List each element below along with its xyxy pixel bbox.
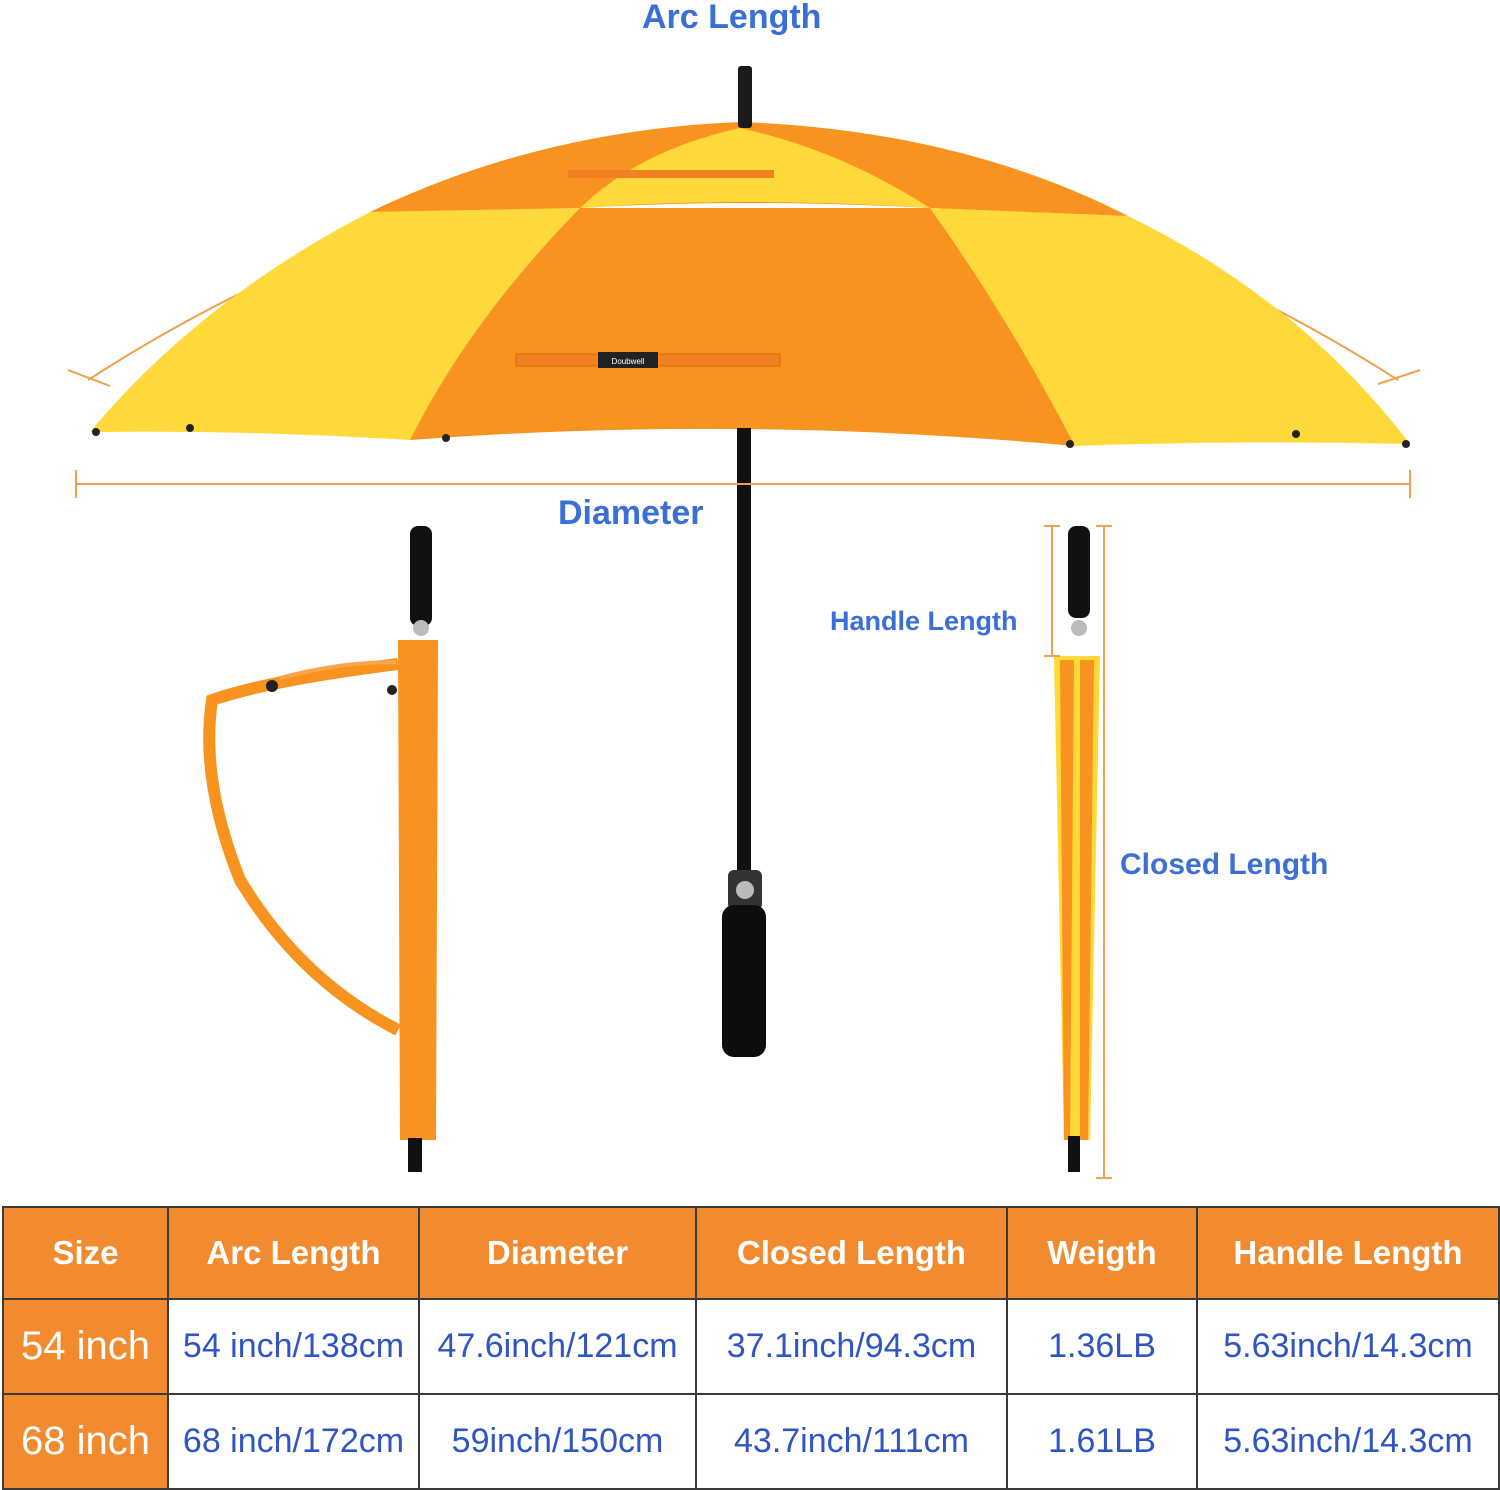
table-header-row: Size Arc Length Diameter Closed Length W… (2, 1206, 1500, 1300)
header-size: Size (2, 1206, 169, 1300)
diameter-cell: 59inch/150cm (418, 1393, 697, 1490)
handle-length-cell: 5.63inch/14.3cm (1196, 1393, 1500, 1490)
weight-cell: 1.36LB (1006, 1298, 1198, 1395)
table-row: 68 inch 68 inch/172cm 59inch/150cm 43.7i… (2, 1393, 1500, 1490)
header-weight: Weigth (1006, 1206, 1198, 1300)
umbrella-illustration: Doubwell (67, 66, 1421, 1179)
header-handle-length: Handle Length (1196, 1206, 1500, 1300)
closed-length-cell: 43.7inch/111cm (695, 1393, 1008, 1490)
size-cell: 54 inch (2, 1298, 169, 1395)
handle-length-label: Handle Length (830, 606, 1018, 636)
arc-length-cell: 68 inch/172cm (167, 1393, 420, 1490)
closed-length-cell: 37.1inch/94.3cm (695, 1298, 1008, 1395)
length-dimensions (1044, 525, 1112, 1179)
diameter-label: Diameter (558, 494, 704, 532)
arc-length-cell: 54 inch/138cm (167, 1298, 420, 1395)
diameter-dimension (75, 470, 1411, 498)
open-umbrella: Doubwell (90, 66, 1410, 1057)
header-closed-length: Closed Length (695, 1206, 1008, 1300)
brand-tag-text: Doubwell (612, 357, 645, 366)
handle-length-cell: 5.63inch/14.3cm (1196, 1298, 1500, 1395)
table-row: 54 inch 54 inch/138cm 47.6inch/121cm 37.… (2, 1298, 1500, 1395)
weight-cell: 1.61LB (1006, 1393, 1198, 1490)
arc-length-label: Arc Length (642, 0, 822, 36)
header-arc-length: Arc Length (167, 1206, 420, 1300)
closed-length-label: Closed Length (1120, 848, 1329, 881)
header-diameter: Diameter (418, 1206, 697, 1300)
diameter-cell: 47.6inch/121cm (418, 1298, 697, 1395)
size-cell: 68 inch (2, 1393, 169, 1490)
size-spec-table: Size Arc Length Diameter Closed Length W… (2, 1206, 1500, 1490)
closed-umbrella-striped (1054, 526, 1100, 1172)
closed-umbrella-with-strap (203, 526, 438, 1172)
